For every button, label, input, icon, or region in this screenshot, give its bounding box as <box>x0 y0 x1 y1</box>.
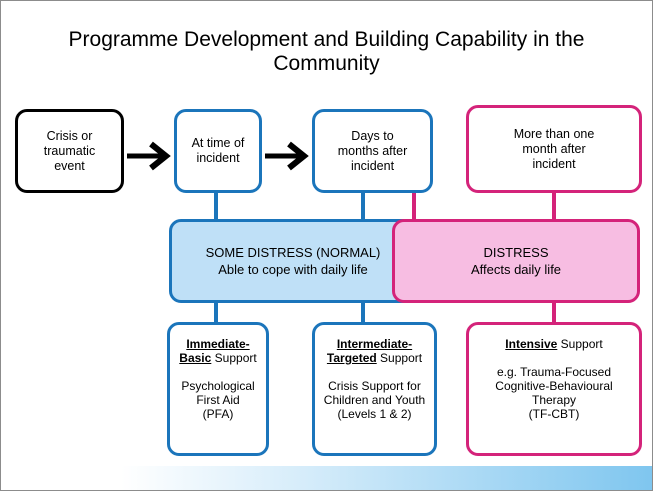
crisis-line-2: traumatic <box>43 143 96 158</box>
connector <box>214 303 218 323</box>
days-line-3: incident <box>350 158 395 173</box>
arrow-right-icon <box>265 141 309 171</box>
immediate-heading-bold-1: Immediate- <box>186 337 250 351</box>
days-line-2: months after <box>337 143 408 158</box>
intermediate-support-heading: Intermediate-Targeted Support <box>315 337 434 365</box>
connector <box>361 193 365 220</box>
immediate-desc-line: Psychological <box>181 379 255 393</box>
connector <box>552 193 556 220</box>
immediate-support-description: Psychological First Aid (PFA) <box>170 379 266 421</box>
time-of-incident-line-1: At time of <box>191 136 245 150</box>
connector <box>214 193 218 220</box>
month-line-2: month after <box>522 141 586 156</box>
intensive-desc-line: Cognitive-Behavioural <box>495 379 613 393</box>
immediate-desc-line: First Aid <box>196 393 240 407</box>
intensive-heading-bold: Intensive <box>505 337 558 351</box>
intermediate-desc-line: Crisis Support for <box>328 379 421 393</box>
immediate-support-heading: Immediate-Basic Support <box>170 337 266 365</box>
month-line-3: incident <box>532 156 576 171</box>
slide-title: Programme Development and Building Capab… <box>1 28 652 76</box>
some-distress-title: SOME DISTRESS (NORMAL) <box>205 245 381 260</box>
crisis-event-box: Crisis or traumatic event <box>15 109 124 193</box>
distress-subtitle: Affects daily life <box>470 262 562 277</box>
intermediate-heading-bold-2: Targeted <box>326 351 377 365</box>
intensive-support-description: e.g. Trauma-Focused Cognitive-Behavioura… <box>469 365 639 421</box>
intermediate-desc-line: (Levels 1 & 2) <box>337 407 412 421</box>
intensive-desc-line: (TF-CBT) <box>528 407 580 421</box>
intensive-support-heading: Intensive Support <box>469 337 639 351</box>
time-of-incident-box: At time of incident <box>174 109 262 193</box>
intensive-support-box: Intensive Support e.g. Trauma-Focused Co… <box>466 322 642 456</box>
immediate-heading-rest: Support <box>211 351 257 365</box>
intensive-desc-line: Therapy <box>531 393 577 407</box>
crisis-line-1: Crisis or <box>46 128 93 143</box>
intermediate-support-box: Intermediate-Targeted Support Crisis Sup… <box>312 322 437 456</box>
more-than-month-box: More than one month after incident <box>466 105 642 193</box>
title-line-1: Programme Development and Building Capab… <box>68 28 585 51</box>
some-distress-band: SOME DISTRESS (NORMAL) Able to cope with… <box>169 219 417 303</box>
distress-title: DISTRESS <box>483 245 549 260</box>
decorative-footer-bar <box>121 466 652 490</box>
time-of-incident-line-2: incident <box>196 151 240 165</box>
intermediate-desc-line: Children and Youth <box>323 393 426 407</box>
month-line-1: More than one <box>513 126 595 141</box>
immediate-heading-bold-2: Basic <box>179 351 212 365</box>
intermediate-heading-rest: Support <box>376 351 423 365</box>
intermediate-support-description: Crisis Support for Children and Youth (L… <box>315 379 434 421</box>
connector <box>412 193 416 220</box>
distress-band: DISTRESS Affects daily life <box>392 219 640 303</box>
intensive-desc-line: e.g. Trauma-Focused <box>496 365 612 379</box>
days-line-1: Days to <box>351 128 394 143</box>
days-to-months-box: Days to months after incident <box>312 109 433 193</box>
crisis-line-3: event <box>54 158 85 173</box>
immediate-support-box: Immediate-Basic Support Psychological Fi… <box>167 322 269 456</box>
some-distress-subtitle: Able to cope with daily life <box>218 262 368 277</box>
immediate-desc-line: (PFA) <box>202 407 234 421</box>
connector <box>361 303 365 323</box>
title-line-2: Community <box>273 52 380 75</box>
intensive-heading-rest: Support <box>557 337 603 351</box>
intermediate-heading-bold-1: Intermediate- <box>336 337 413 351</box>
arrow-right-icon <box>127 141 171 171</box>
connector <box>552 303 556 323</box>
